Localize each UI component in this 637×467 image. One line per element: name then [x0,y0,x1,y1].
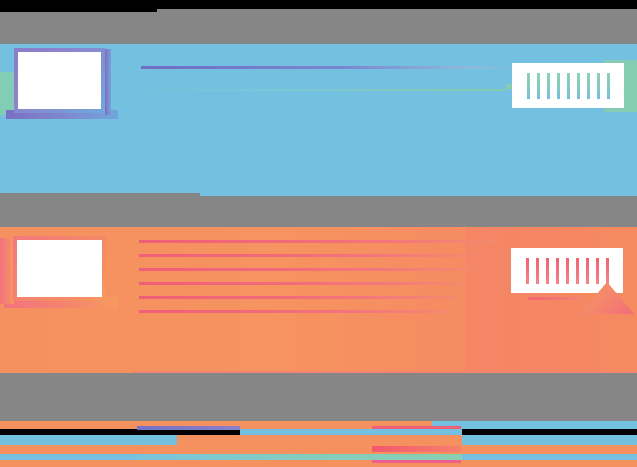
seg-blue-right [432,421,637,429]
stripe-row-7 [0,460,637,467]
top-notch-tab [0,0,157,9]
orange-rule-5 [139,296,459,299]
blue-rule-primary [141,66,510,69]
barcode-tick [596,72,600,99]
stripe-row-5 [0,445,637,454]
barcode-tick [536,72,540,99]
chip-blue-top [0,47,14,72]
gray-band-3-top-edge [0,370,133,373]
barcode-tick [555,257,559,284]
blue-card-shadow-edge [105,49,111,115]
seg-pink-bottom [372,460,461,463]
orange-rule-2 [139,254,477,257]
orange-rule-3 [139,268,471,271]
barcode-tick [586,72,590,99]
blue-card[interactable] [14,48,105,113]
barcode-tick [605,257,609,284]
barcode-tick [546,72,550,99]
barcode-tick [575,257,579,284]
orange-rule-6 [139,310,452,313]
orange-card-shadow [4,297,118,308]
blue-rule-secondary [141,89,507,91]
orange-rule-1 [139,240,494,243]
barcode-tick [535,257,539,284]
orange-card[interactable] [13,236,106,301]
top-notch [0,0,637,9]
barcode-tick [576,72,580,99]
blue-barcode[interactable] [512,63,624,108]
seg-pink-wide [372,446,461,452]
orange-card-shadow-edge [0,238,14,304]
seg-blue-mid [240,429,462,435]
stripe-row-1 [0,421,637,429]
orange-stray-rule [528,297,584,300]
orange-rule-4 [139,282,464,285]
gray-band-3-top-edge-right [133,371,637,373]
seg-orange-block [177,435,462,445]
barcode-tick [526,72,530,99]
gray-band-1 [0,9,637,44]
gray-band-3 [0,372,637,421]
barcode-tick [585,257,589,284]
gray-band-2 [0,193,637,227]
seg-pink-rule [372,426,461,430]
barcode-tick [565,257,569,284]
barcode-tick [595,257,599,284]
barcode-tick [606,72,610,99]
barcode-tick [556,72,560,99]
blue-green-plate-left-tab [506,84,514,89]
gray-band-1-notch [0,9,157,12]
barcode-tick [545,257,549,284]
gray-band-2-highlight [200,193,637,196]
seg-purple-rule [137,426,240,430]
barcode-tick [525,257,529,284]
barcode-tick [566,72,570,99]
blue-card-shadow [6,110,118,119]
chip-green-left [0,72,14,115]
seg-teal-run [137,454,462,460]
